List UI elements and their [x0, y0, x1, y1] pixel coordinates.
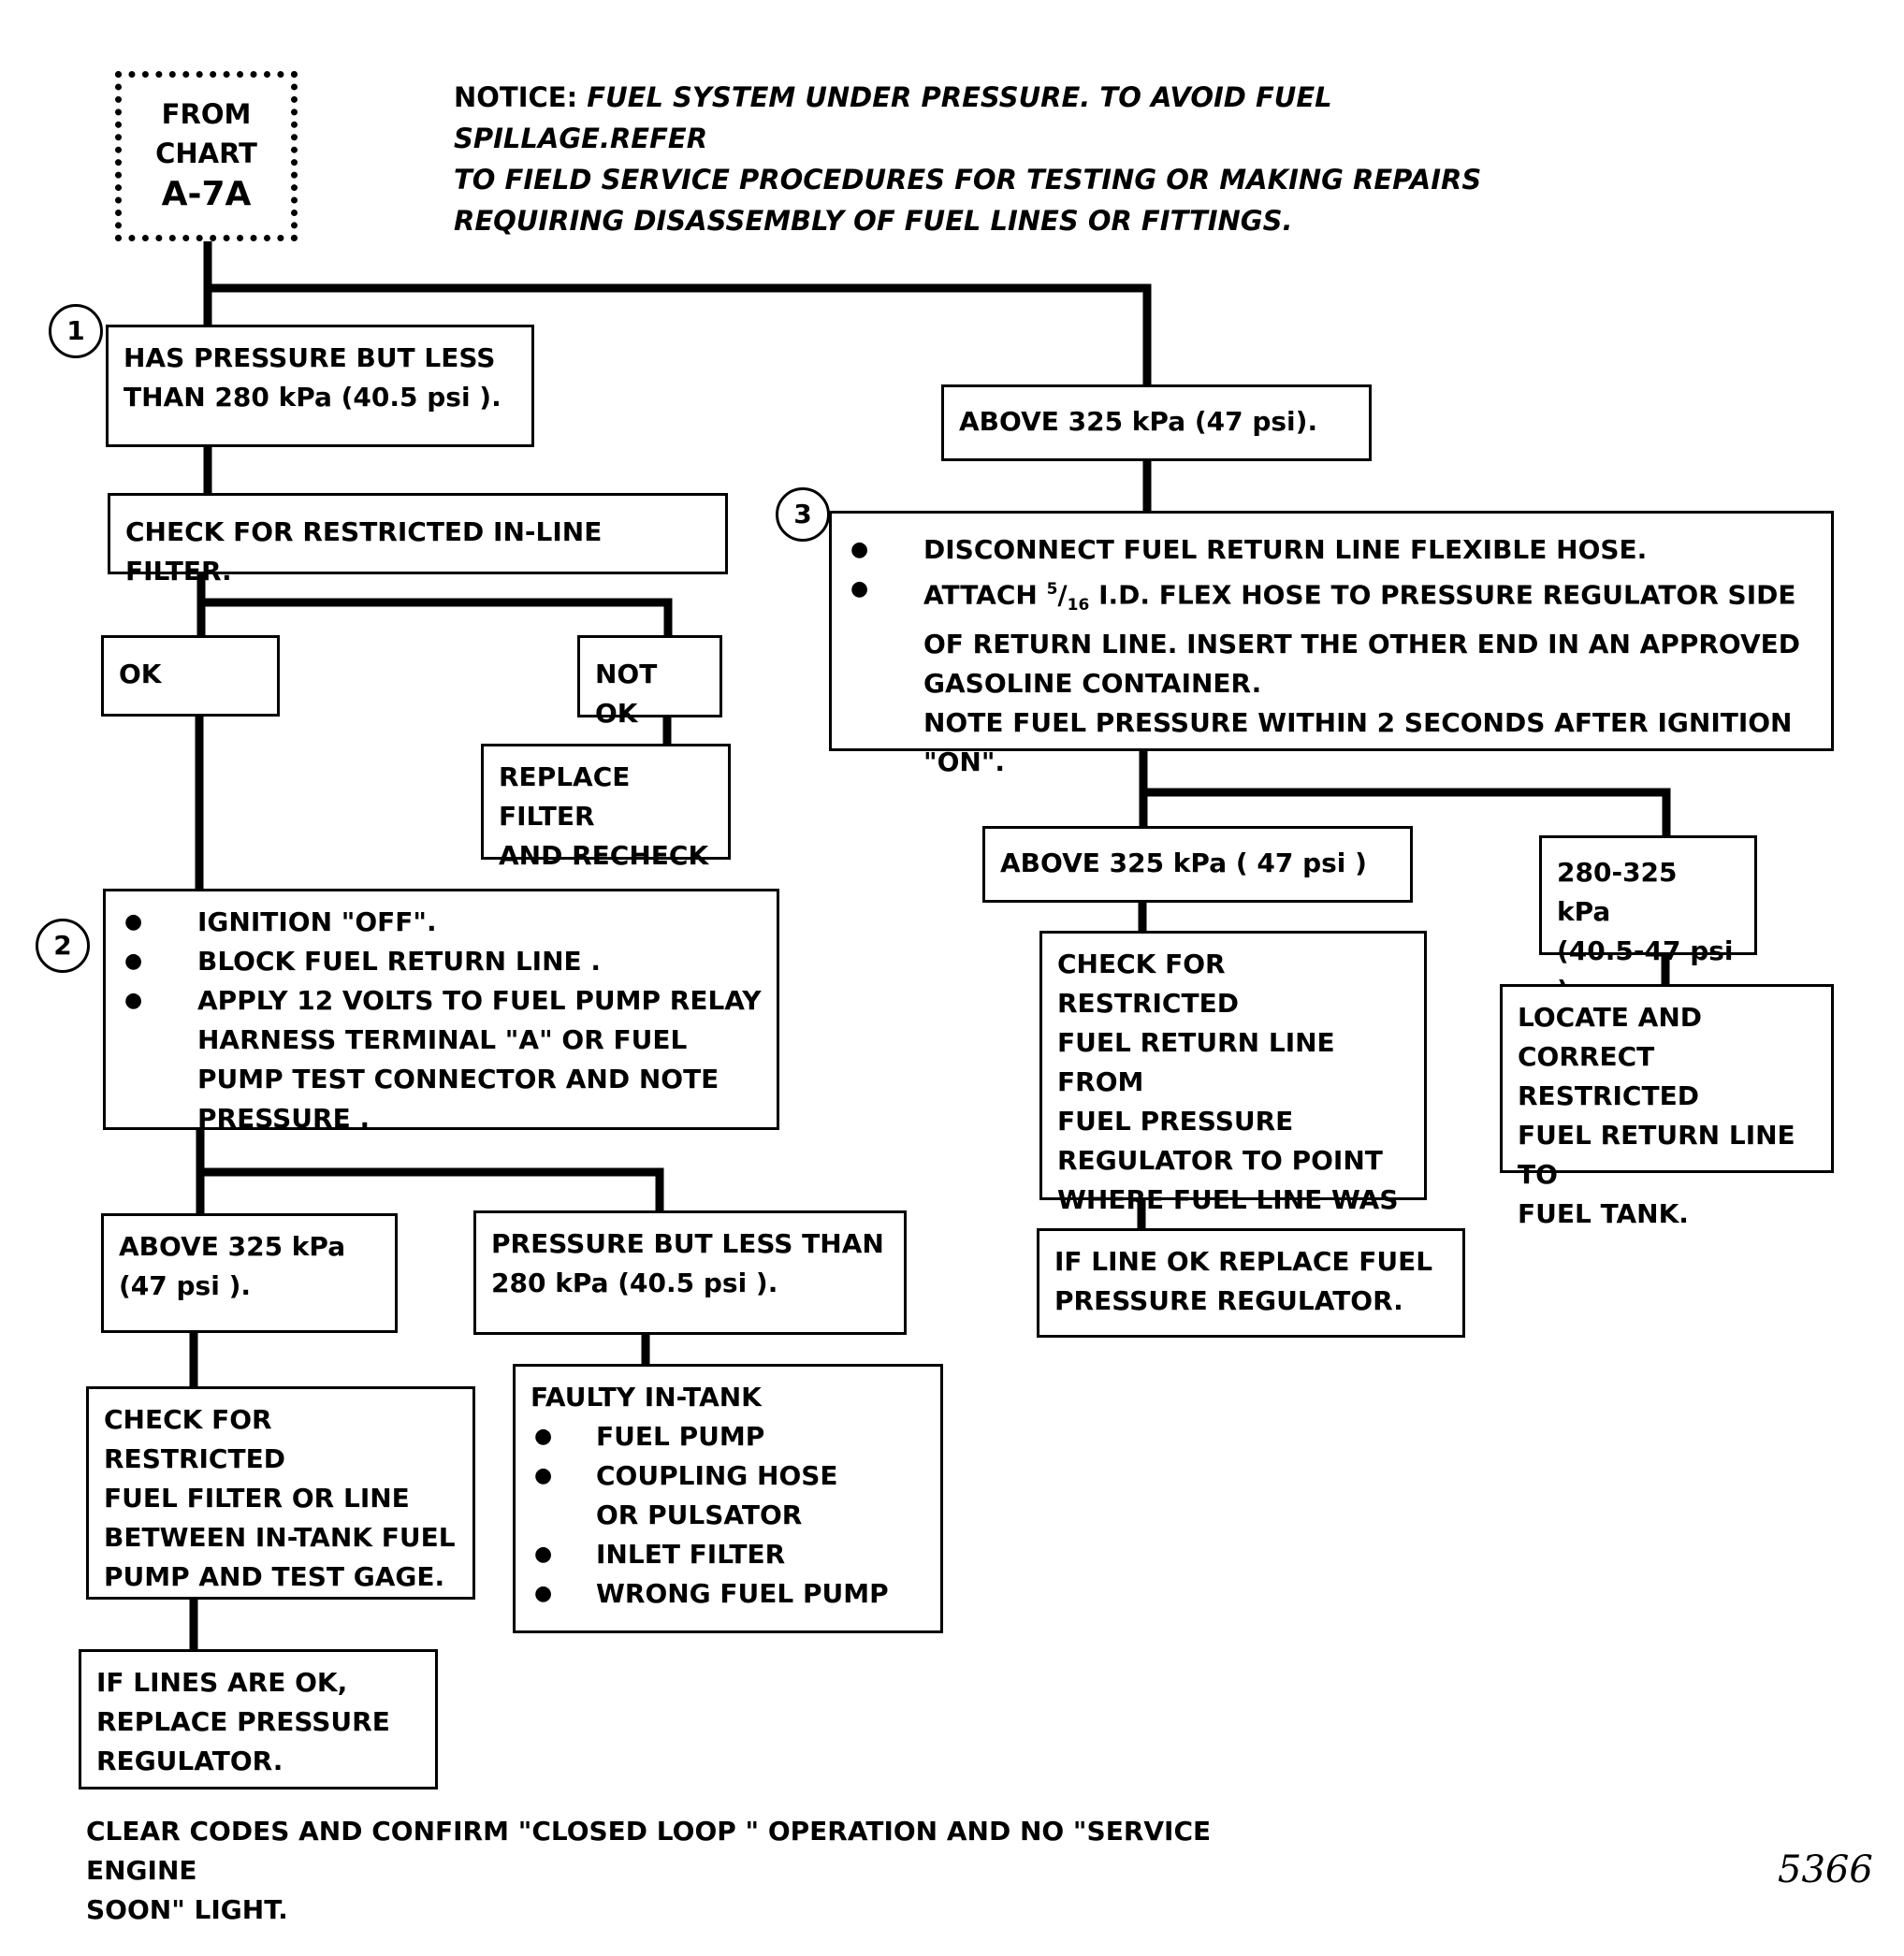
box-ok-text: OK [119, 659, 162, 689]
box-check-filter-line-2: FUEL FILTER OR LINE [104, 1483, 410, 1514]
box-line-ok-line2: PRESSURE REGULATOR. [1054, 1285, 1403, 1316]
box-step2-instructions: IGNITION "OFF". BLOCK FUEL RETURN LINE .… [103, 889, 779, 1134]
box-pressure-less-280-line2: 280 kPa (40.5 psi ). [491, 1268, 778, 1298]
box-line-ok-line1: IF LINE OK REPLACE FUEL [1054, 1246, 1433, 1277]
step2-item-3: APPLY 12 VOLTS TO FUEL PUMP RELAY HARNES… [121, 981, 762, 1138]
box-check-return-4: REGULATOR TO POINT [1057, 1145, 1383, 1176]
box-locate-correct: LOCATE AND CORRECT RESTRICTED FUEL RETUR… [1500, 984, 1834, 1229]
box-above-325-left-line1: ABOVE 325 kPa [119, 1231, 346, 1262]
step2-item-1: IGNITION "OFF". [121, 903, 762, 942]
box-replace-filter: REPLACE FILTER AND RECHECK [481, 744, 731, 871]
box-locate-line2: CORRECT RESTRICTED [1518, 1041, 1699, 1111]
step-marker-2: 2 [36, 919, 90, 973]
faulty-item-3: INLET FILTER [531, 1535, 925, 1574]
box-step3-instructions: DISCONNECT FUEL RETURN LINE FLEXIBLE HOS… [829, 511, 1834, 777]
step3-item-2-pre: ATTACH [923, 579, 1047, 611]
page-number: 5366 [1778, 1848, 1873, 1891]
box-pressure-low-line2: THAN 280 kPa (40.5 psi ). [124, 382, 501, 413]
faulty-item-1: FUEL PUMP [531, 1417, 925, 1456]
box-pressure-less-280-line1: PRESSURE BUT LESS THAN [491, 1228, 884, 1259]
box-check-filter-line-3: BETWEEN IN-TANK FUEL [104, 1522, 456, 1553]
box-pressure-less-280: PRESSURE BUT LESS THAN 280 kPa (40.5 psi… [473, 1210, 907, 1335]
box-faulty-in-tank: FAULTY IN-TANK FUEL PUMP COUPLING HOSE O… [513, 1364, 943, 1633]
box-check-filter-line-1: CHECK FOR RESTRICTED [104, 1404, 285, 1474]
box-range-line2: (40.5-47 psi ) [1557, 935, 1734, 1006]
step-marker-1: 1 [49, 304, 103, 358]
box-locate-line3: FUEL RETURN LINE TO [1518, 1120, 1795, 1190]
notice-line3: REQUIRING DISASSEMBLY OF FUEL LINES OR F… [454, 205, 1293, 237]
box-check-filter-line: CHECK FOR RESTRICTED FUEL FILTER OR LINE… [86, 1386, 475, 1600]
box-range-line1: 280-325 kPa [1557, 857, 1678, 927]
box-above-325-left-line2: (47 psi ). [119, 1270, 251, 1301]
step3-item-2: ATTACH 5/16 I.D. FLEX HOSE TO PRESSURE R… [847, 570, 1816, 703]
box-above-325-top: ABOVE 325 kPa (47 psi). [941, 384, 1372, 461]
step3-fraction-denominator: 16 [1067, 595, 1090, 615]
start-line1: FROM [161, 98, 252, 130]
box-above-325-top-text: ABOVE 325 kPa (47 psi). [959, 406, 1318, 437]
box-lines-ok-line3: REGULATOR. [96, 1746, 283, 1776]
notice-line2: TO FIELD SERVICE PROCEDURES FOR TESTING … [454, 164, 1482, 196]
box-replace-filter-line2: AND RECHECK [499, 840, 709, 871]
footer-line1: CLEAR CODES AND CONFIRM "CLOSED LOOP " O… [86, 1816, 1212, 1886]
step3-fraction-numerator: 5 [1046, 580, 1058, 599]
box-check-return-1: CHECK FOR RESTRICTED [1057, 949, 1239, 1019]
box-above-325-right: ABOVE 325 kPa ( 47 psi ) [982, 826, 1413, 903]
notice-label: NOTICE: [454, 81, 578, 113]
box-above-325-left: ABOVE 325 kPa (47 psi ). [101, 1213, 398, 1333]
start-chart-box: FROM CHART A-7A [115, 71, 298, 241]
step-marker-3: 3 [776, 487, 830, 542]
box-not-ok-text: NOT OK [595, 659, 658, 729]
box-check-return-line: CHECK FOR RESTRICTED FUEL RETURN LINE FR… [1039, 931, 1427, 1254]
box-not-ok: NOT OK [577, 635, 722, 729]
step3-note: NOTE FUEL PRESSURE WITHIN 2 SECONDS AFTE… [923, 706, 1793, 777]
start-line3: A-7A [161, 175, 252, 213]
box-above-325-right-text: ABOVE 325 kPa ( 47 psi ) [1000, 848, 1367, 878]
step3-item-1: DISCONNECT FUEL RETURN LINE FLEXIBLE HOS… [847, 530, 1816, 570]
box-locate-line1: LOCATE AND [1518, 1002, 1703, 1033]
box-check-filter-line-4: PUMP AND TEST GAGE. [104, 1561, 445, 1592]
box-check-inline-filter-text: CHECK FOR RESTRICTED IN-LINE FILTER. [125, 516, 603, 587]
box-lines-ok-replace: IF LINES ARE OK, REPLACE PRESSURE REGULA… [79, 1649, 438, 1789]
box-replace-filter-line1: REPLACE FILTER [499, 761, 631, 832]
box-pressure-low: HAS PRESSURE BUT LESS THAN 280 kPa (40.5… [106, 325, 534, 447]
notice: NOTICE: FUEL SYSTEM UNDER PRESSURE. TO A… [454, 77, 1577, 241]
box-lines-ok-line1: IF LINES ARE OK, [96, 1667, 348, 1698]
box-check-return-5: WHERE FUEL LINE WAS [1057, 1184, 1399, 1215]
box-line-ok-replace-regulator: IF LINE OK REPLACE FUEL PRESSURE REGULAT… [1037, 1228, 1465, 1338]
box-lines-ok-line2: REPLACE PRESSURE [96, 1706, 390, 1737]
box-locate-line4: FUEL TANK. [1518, 1198, 1689, 1229]
start-line2: CHART [155, 138, 257, 169]
box-faulty-title: FAULTY IN-TANK [531, 1382, 762, 1413]
box-pressure-low-line1: HAS PRESSURE BUT LESS [124, 342, 496, 373]
step3-item-2-post: I.D. FLEX HOSE TO PRESSURE REGULATOR SID… [923, 579, 1800, 699]
box-range-280-325: 280-325 kPa (40.5-47 psi ) [1539, 835, 1757, 1006]
notice-line1: FUEL SYSTEM UNDER PRESSURE. TO AVOID FUE… [454, 81, 1332, 154]
step2-item-2: BLOCK FUEL RETURN LINE . [121, 942, 762, 981]
box-check-inline-filter: CHECK FOR RESTRICTED IN-LINE FILTER. [108, 493, 728, 587]
faulty-item-4: WRONG FUEL PUMP [531, 1574, 925, 1614]
footer-instruction: CLEAR CODES AND CONFIRM "CLOSED LOOP " O… [86, 1812, 1321, 1930]
faulty-item-2: COUPLING HOSE OR PULSATOR [531, 1456, 925, 1535]
box-check-return-3: FUEL PRESSURE [1057, 1106, 1294, 1137]
box-check-return-2: FUEL RETURN LINE FROM [1057, 1027, 1335, 1097]
footer-line2: SOON" LIGHT. [86, 1894, 288, 1925]
box-ok: OK [101, 635, 280, 717]
